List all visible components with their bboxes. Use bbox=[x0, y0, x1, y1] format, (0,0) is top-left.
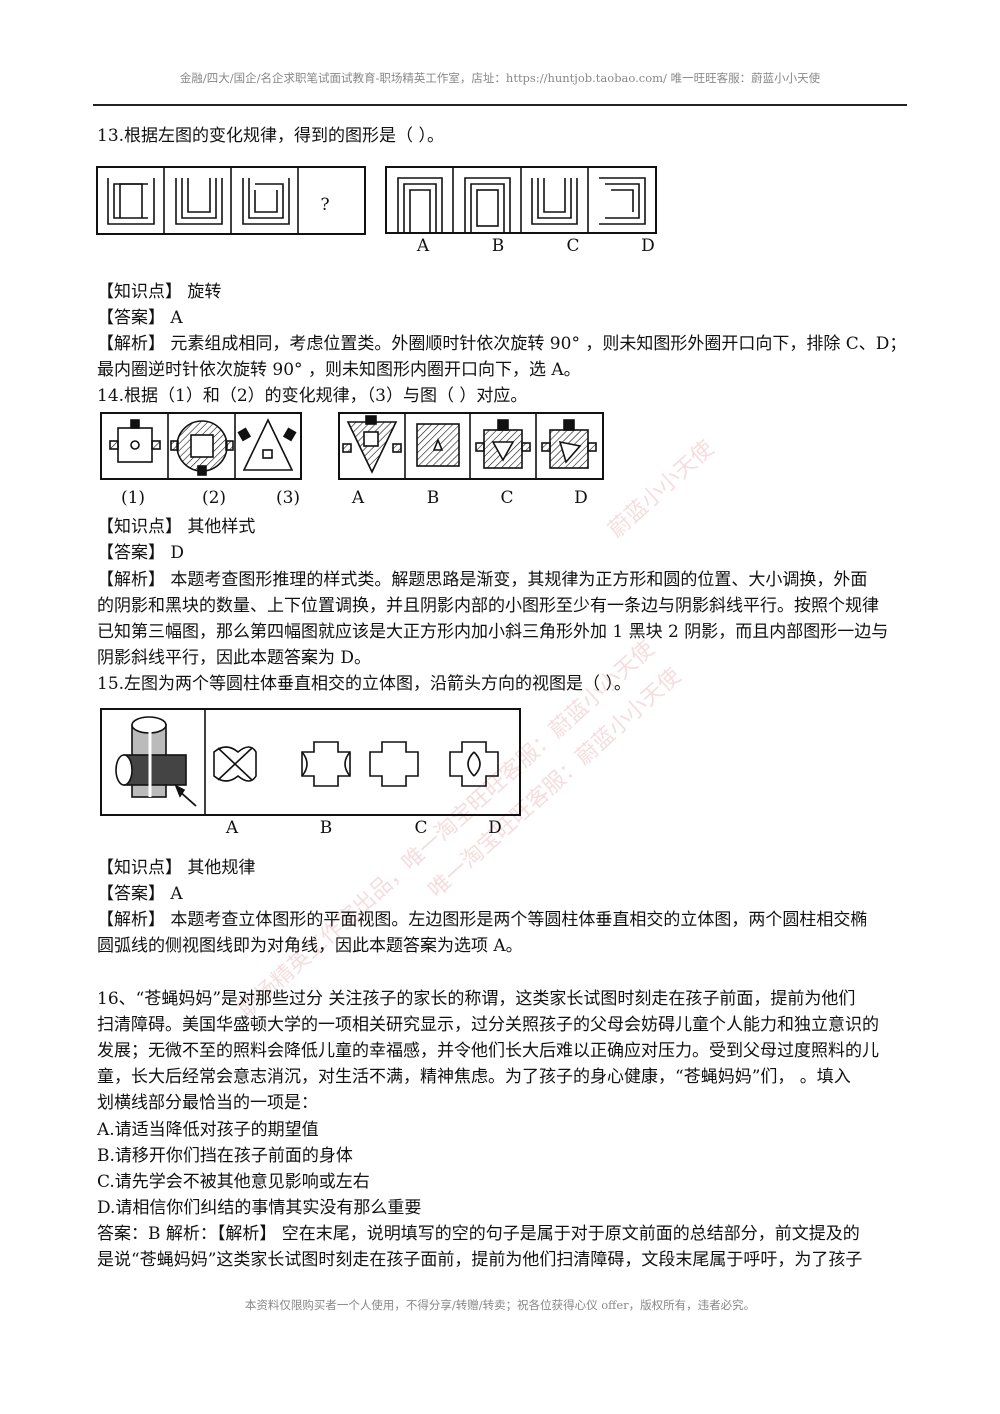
header-rule bbox=[93, 104, 907, 106]
q15-explanation: 圆弧线的侧视图线即为对角线，因此本题答案为选项 A。 bbox=[97, 936, 523, 956]
q15-cylinders-figure bbox=[115, 716, 197, 807]
q16-stem: 发展；无微不至的照料会降低儿童的幸福感，并令他们长大后难以正确应对压力。受到父母… bbox=[97, 1041, 879, 1061]
q15-explanation: 【解析】 本题考查立体图形的平面视图。左边图形是两个等圆柱体垂直相交的立体图，两… bbox=[97, 910, 868, 930]
q13-option-label: D bbox=[641, 236, 655, 256]
q13-option-label: A bbox=[416, 236, 430, 256]
q14-option-label: B bbox=[427, 488, 440, 508]
q15-answer: 【答案】 A bbox=[97, 884, 183, 904]
q14-option-b-figure bbox=[416, 423, 460, 467]
q15-option-d-figure bbox=[449, 741, 499, 787]
q14-given-figure-2 bbox=[170, 420, 234, 476]
q13-title: 13.根据左图的变化规律，得到的图形是（ ）。 bbox=[97, 126, 444, 146]
q14-given-label: (3) bbox=[276, 488, 300, 508]
q14-title: 14.根据（1）和（2）的变化规律，（3）与图（ ）对应。 bbox=[97, 386, 528, 406]
q13-option-d-figure bbox=[599, 177, 646, 225]
q13-option-label: C bbox=[566, 236, 579, 256]
q15-option-label: B bbox=[320, 818, 333, 838]
q14-option-label: C bbox=[500, 488, 513, 508]
q14-figures: (1) (2) (3) A B C D bbox=[100, 412, 604, 508]
q14-given-figure-1 bbox=[109, 419, 161, 463]
q16-option: C.请先学会不被其他意见影响或左右 bbox=[97, 1172, 370, 1192]
q16-option: D.请相信你们纠结的事情其实没有那么重要 bbox=[97, 1198, 422, 1218]
q13-explanation: 【解析】 元素组成相同，考虑位置类。外圈顺时针依次旋转 90° ，则未知图形外圈… bbox=[97, 334, 907, 354]
q13-explanation: 最内圈逆时针依次旋转 90° ，则未知图形内圈开口向下，选 A。 bbox=[97, 360, 581, 380]
q13-question-mark: ? bbox=[320, 195, 329, 215]
q15-option-label: D bbox=[488, 818, 502, 838]
q16-stem: 童，长大后经常会意志消沉，对生活不满，精神焦虑。为了孩子的身心健康，“苍蝇妈妈”… bbox=[97, 1067, 851, 1087]
q15-figure-frame bbox=[100, 708, 521, 816]
q14-options-frame bbox=[338, 412, 604, 480]
q13-option-c-figure bbox=[531, 178, 578, 225]
q13-seq-figure-1 bbox=[107, 178, 155, 225]
q14-explanation: 【解析】 本题考查图形推理的样式类。解题思路是渐变，其规律为正方形和圆的位置、大… bbox=[97, 570, 868, 590]
q16-option: A.请适当降低对孩子的期望值 bbox=[97, 1120, 319, 1140]
q13-seq-figure-2 bbox=[175, 178, 223, 225]
q14-given-label: (1) bbox=[121, 488, 145, 508]
q13-option-a-figure bbox=[397, 177, 443, 233]
q14-answer: 【答案】 D bbox=[97, 543, 185, 563]
q14-given-figure-3 bbox=[237, 418, 297, 471]
q13-answer: 【答案】 A bbox=[97, 308, 183, 328]
q15-option-b-figure bbox=[301, 741, 351, 787]
q16-stem: 划横线部分最恰当的一项是： bbox=[97, 1093, 318, 1113]
q13-knowledge-point: 【知识点】 旋转 bbox=[97, 282, 222, 302]
q15-option-c-figure bbox=[369, 741, 419, 787]
q14-explanation: 的阴影和黑块的数量、上下位置调换，并且阴影内部的小图形至少有一条边与阴影斜线平行… bbox=[97, 596, 879, 616]
q15-title: 15.左图为两个等圆柱体垂直相交的立体图，沿箭头方向的视图是（ ）。 bbox=[97, 674, 631, 694]
q16-answer: 答案：B 解析：【解析】 空在末尾，说明填写的空的句子是属于对于原文前面的总结部… bbox=[97, 1224, 860, 1244]
q15-option-a-figure bbox=[213, 746, 257, 782]
q14-option-label: D bbox=[574, 488, 588, 508]
q16-stem: 16、“苍蝇妈妈”是对那些过分 关注孩子的家长的称谓，这类家长试图时刻走在孩子前… bbox=[97, 989, 856, 1009]
q16-answer: 是说“苍蝇妈妈”这类家长试图时刻走在孩子面前，提前为他们扫清障碍，文段末尾属于呼… bbox=[97, 1250, 863, 1270]
q15-option-label: A bbox=[225, 818, 239, 838]
q14-explanation: 阴影斜线平行，因此本题答案为 D。 bbox=[97, 648, 372, 668]
q14-given-frame bbox=[100, 412, 302, 480]
q14-option-c-figure bbox=[475, 419, 531, 469]
page-footer: 本资料仅限购买者一个人使用，不得分享/转赠/转卖；祝各位获得心仪 offer，版… bbox=[244, 1298, 756, 1312]
q14-option-d-figure bbox=[541, 419, 597, 469]
q16-stem: 扫清障碍。美国华盛顿大学的一项相关研究显示，过分关照孩子的父母会妨碍儿童个人能力… bbox=[97, 1015, 879, 1035]
q14-given-label: (2) bbox=[202, 488, 226, 508]
q13-figures: ? A B C D bbox=[96, 166, 657, 256]
q13-option-label: B bbox=[492, 236, 505, 256]
q14-explanation: 已知第三幅图，那么第四幅图就应该是大正方形内加小斜三角形外加 1 黑块 2 阴影… bbox=[97, 622, 889, 642]
q14-knowledge-point: 【知识点】 其他样式 bbox=[97, 517, 256, 537]
page-header: 金融/四大/国企/名企求职笔试面试教育-职场精英工作室，店址：https://h… bbox=[179, 71, 821, 85]
q13-option-b-figure bbox=[464, 177, 511, 233]
q16-option: B.请移开你们挡在孩子前面的身体 bbox=[97, 1146, 353, 1166]
q15-knowledge-point: 【知识点】 其他规律 bbox=[97, 858, 256, 878]
q15-figures: A B C D bbox=[100, 708, 521, 838]
q13-seq-figure-3 bbox=[242, 178, 290, 225]
q14-option-label: A bbox=[351, 488, 365, 508]
q14-option-a-figure bbox=[342, 415, 402, 474]
q15-option-label: C bbox=[414, 818, 427, 838]
